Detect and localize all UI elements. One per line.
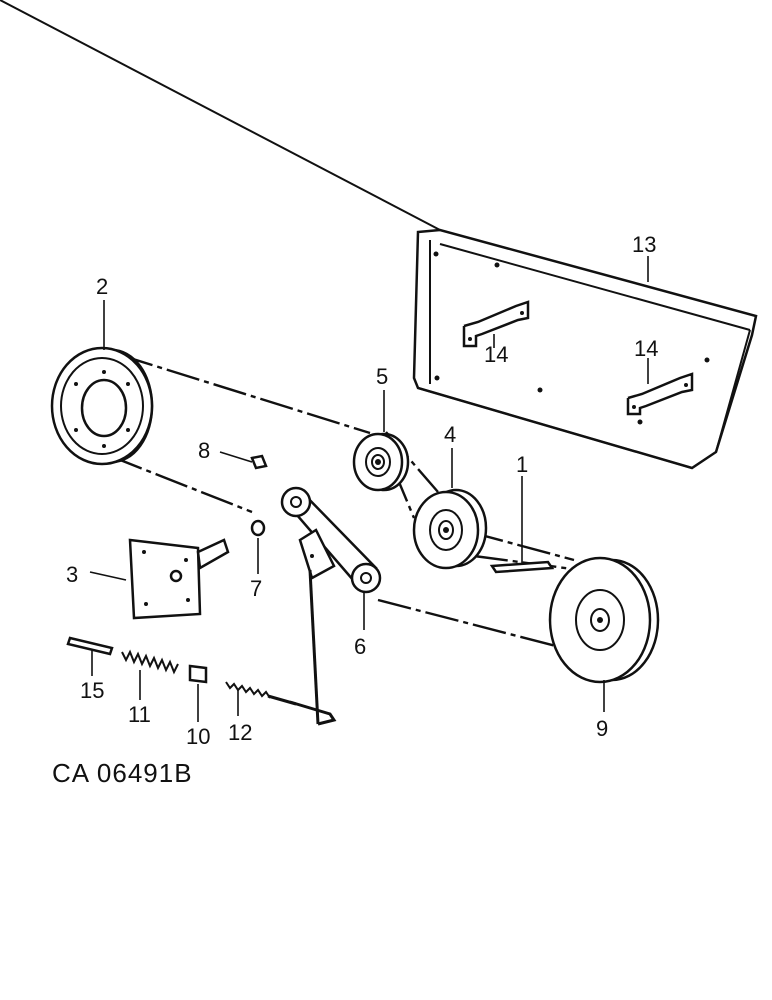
key [489, 560, 555, 574]
callout-15: 15 [80, 678, 104, 703]
callout-1: 1 [516, 452, 528, 477]
leader-lines [89, 256, 649, 722]
callout-10: 10 [186, 724, 210, 749]
threaded-rod [225, 681, 297, 706]
figure-code: CA 06491B [52, 758, 193, 788]
drive-belt [109, 353, 581, 648]
idler-arm [280, 486, 382, 594]
pulley [412, 488, 488, 570]
spring [121, 649, 179, 675]
tension-rod [289, 569, 337, 726]
shield-panel [0, 0, 758, 470]
callout-2: 2 [96, 274, 108, 299]
callout-6: 6 [354, 634, 366, 659]
callout-7: 7 [250, 576, 262, 601]
callout-3: 3 [66, 562, 78, 587]
callout-14-upper: 14 [484, 342, 508, 367]
bracket-lower [626, 372, 694, 416]
mounting-plate [128, 538, 230, 620]
idler-pulley [352, 432, 410, 492]
callout-4: 4 [444, 422, 456, 447]
bracket-upper [462, 300, 530, 348]
nut [250, 519, 266, 537]
drive-sheave [548, 556, 660, 684]
callout-9: 9 [596, 716, 608, 741]
callout-12: 12 [228, 720, 252, 745]
washer [188, 664, 208, 684]
callout-5: 5 [376, 364, 388, 389]
pin [66, 636, 114, 656]
callout-11: 11 [128, 702, 151, 727]
callout-14-lower: 14 [634, 336, 658, 361]
large-sheave [50, 346, 154, 466]
callout-8: 8 [198, 438, 210, 463]
bolt [250, 454, 268, 470]
callout-13: 13 [632, 232, 656, 257]
